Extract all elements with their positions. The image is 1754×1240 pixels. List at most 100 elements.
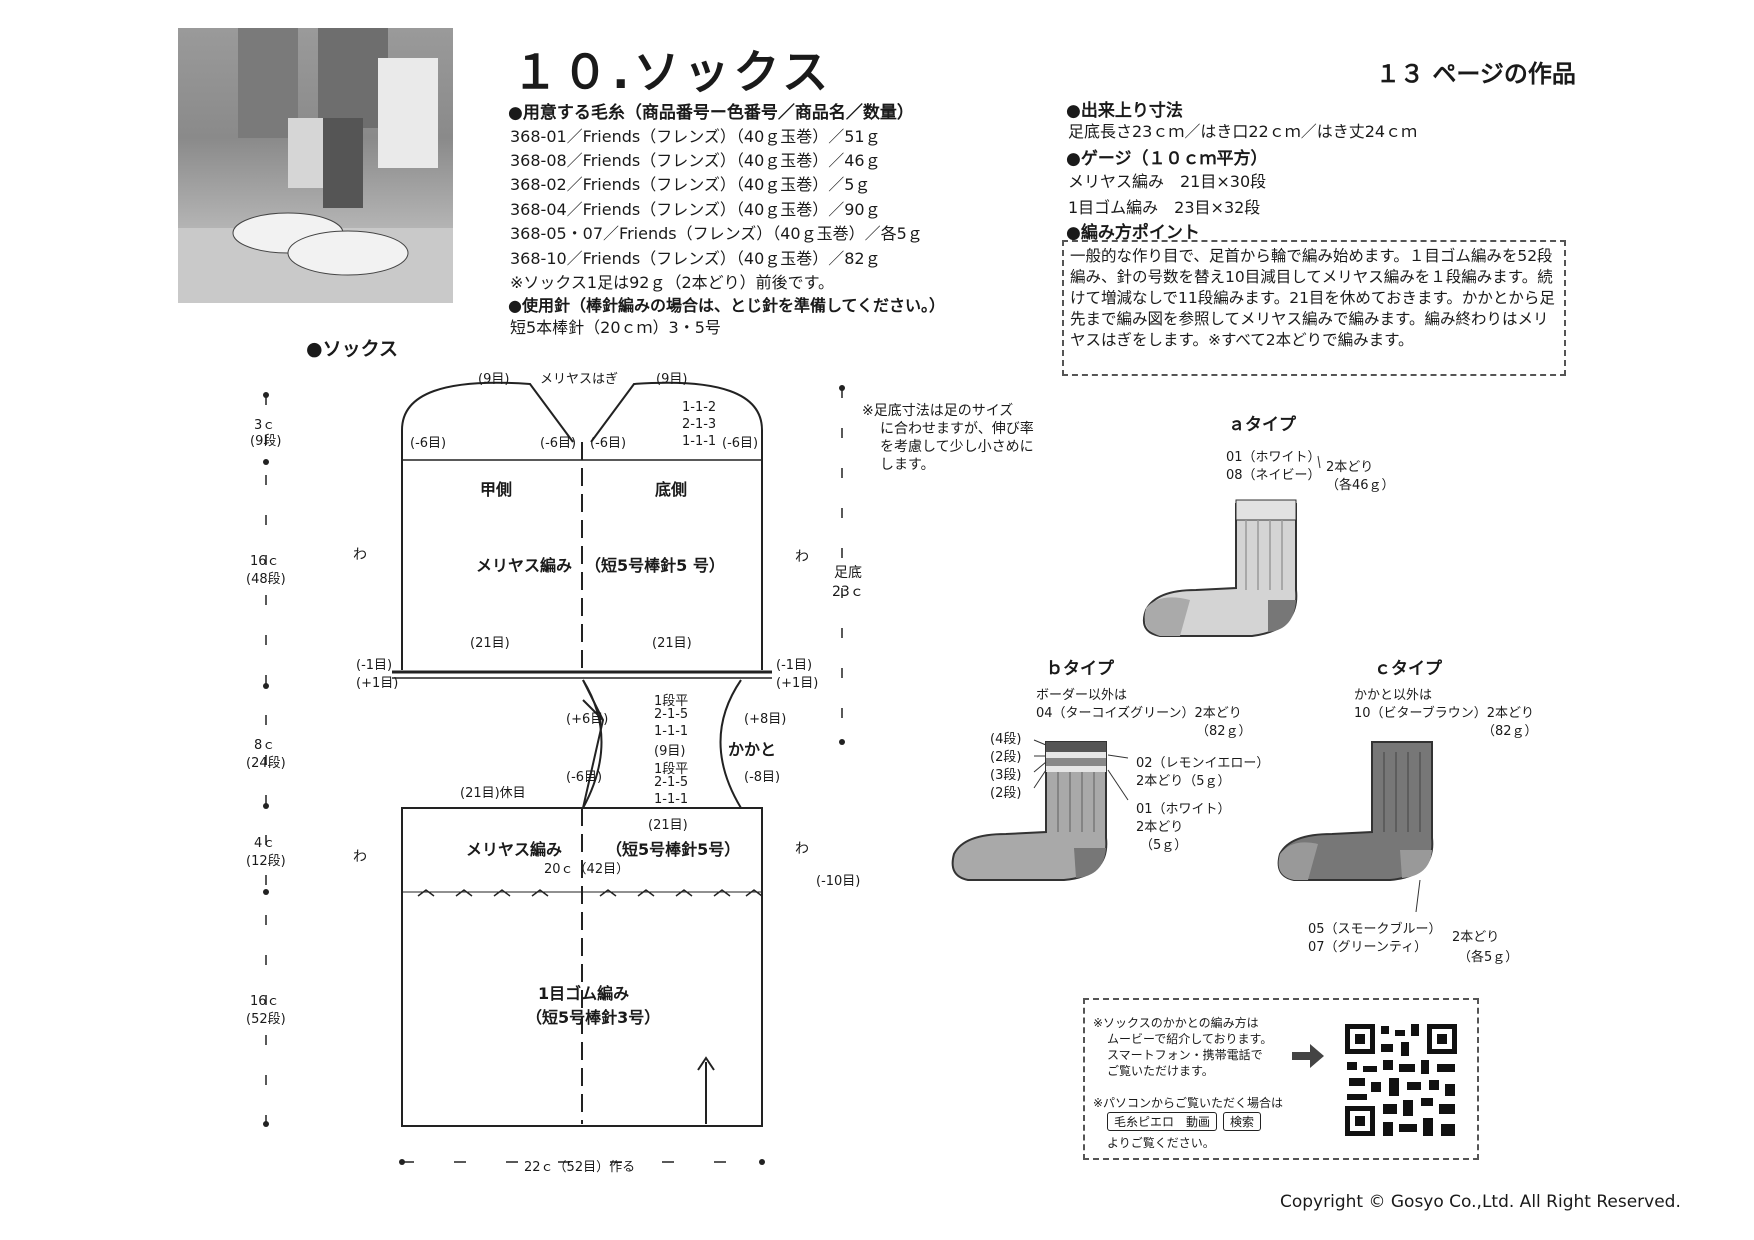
type-a-title: ａタイプ [1228, 415, 1296, 435]
instep-label: 甲側 [480, 480, 513, 499]
cast-on-label: 22ｃ（52目）作る [524, 1160, 636, 1175]
type-a-color: 08（ネイビー） [1226, 468, 1321, 483]
type-b-white: 01（ホワイト） [1136, 802, 1231, 817]
type-b-row: (3段) [990, 768, 1022, 783]
heel-step-3: 1-1-1 [654, 724, 689, 739]
toe-right-stitches: (9目) [656, 372, 688, 387]
type-b-title: ｂタイプ [1046, 659, 1114, 679]
page-title: １０.ソックス [512, 45, 833, 99]
heel-21-stitches: (21目) [648, 818, 688, 833]
sole-note: ※足底寸法は足のサイズ [862, 403, 1014, 419]
rest-stitches: (21目)休目 [460, 786, 526, 801]
sock-c-illustration [1277, 741, 1434, 881]
type-b-qty: （82ｇ） [1196, 724, 1252, 739]
heel-inc-left: (+6目) [566, 712, 609, 727]
needles-value: 短5本棒針（20ｃｍ）3・5号 [510, 318, 721, 337]
video-note: ※ソックスのかかとの編み方は [1093, 1016, 1259, 1030]
video-note: ご覧いただけます。 [1107, 1064, 1214, 1078]
toe-left-stitches: (9目) [478, 372, 510, 387]
heel-step-6: 1-1-1 [654, 792, 689, 807]
search-term-box[interactable]: 毛糸ピエロ 動画 [1107, 1112, 1218, 1131]
sole-note: します。 [880, 457, 935, 473]
stitches-21-right: (21目) [652, 636, 692, 651]
yarn-line: 368-02／Friends（フレンズ）（40ｇ玉巻）／5ｇ [510, 175, 871, 194]
pc-note-end: よりご覧ください。 [1107, 1136, 1215, 1150]
search-button[interactable]: 検索 [1223, 1112, 1262, 1131]
gauge-heading: ●ゲージ（１０ｃｍ平方） [1066, 149, 1268, 169]
stitches-21-left: (21目) [470, 636, 510, 651]
dim-heel-cm: 8ｃ [254, 738, 276, 753]
heel-step-4: 1段平 [654, 762, 689, 777]
socks-photo-illustration [178, 28, 453, 303]
type-c-title: ｃタイプ [1374, 659, 1442, 679]
yarn-line: 368-08／Friends（フレンズ）（40ｇ玉巻）／46ｇ [510, 151, 881, 170]
minus-1-right: (-1目) [776, 658, 813, 673]
video-info-box: ※ソックスのかかとの編み方は ムービーで紹介しております。 スマートフォン・携帯… [1083, 998, 1479, 1160]
heel-step-5: 2-1-5 [654, 775, 689, 790]
type-a-qty: （各46ｇ） [1326, 478, 1395, 493]
product-photo [178, 28, 453, 303]
toe-dec-right: (-6目) [722, 436, 759, 451]
dim-foot-rows: (48段) [246, 572, 286, 587]
in-the-round-right: わ [795, 549, 809, 565]
dim-toe-cm: 3ｃ [254, 418, 276, 433]
points-heading: ●編み方ポイント [1066, 223, 1200, 243]
leg-stockinette-label: メリヤス編み [466, 840, 563, 859]
type-b-white-strands: 2本どり [1136, 820, 1184, 835]
heel-step-2: 2-1-5 [654, 707, 689, 722]
type-b-desc: ボーダー以外は [1036, 688, 1128, 703]
dim-foot-cm: 16ｃ [250, 554, 280, 569]
page-reference: １３ ページの作品 [1376, 60, 1576, 88]
type-b-row: (2段) [990, 786, 1022, 801]
heel-dec-left: (-6目) [566, 770, 603, 785]
toe-dec-1: 1-1-2 [682, 400, 717, 415]
sole-length: 23ｃ [832, 584, 864, 600]
yarn-heading: ●用意する毛糸（商品番号ー色番号／商品名／数量） [508, 103, 914, 123]
video-note: スマートフォン・携帯電話で [1107, 1048, 1263, 1062]
type-a-color: 01（ホワイト） [1226, 450, 1321, 465]
leg-decrease: (-10目) [816, 874, 861, 889]
needles-heading: ●使用針（棒針編みの場合は、とじ針を準備してください。） [508, 296, 946, 315]
type-b-yellow-qty: 2本どり（5ｇ） [1136, 774, 1231, 789]
toe-dec-left: (-6目) [410, 436, 447, 451]
heel-label: かかと [728, 740, 777, 759]
type-c-heel-color: 07（グリーンティ） [1308, 940, 1428, 955]
qr-code-icon[interactable] [1341, 1020, 1461, 1140]
dim-heel-rows: (24段) [246, 756, 286, 771]
gauge-line: 1目ゴム編み 23目×32段 [1068, 198, 1261, 217]
finished-heading: ●出来上り寸法 [1066, 101, 1183, 121]
toe-graft-label: メリヤスはぎ [540, 372, 619, 387]
dim-leg-cm: 4ｃ [254, 836, 276, 851]
type-c-strands: 2本どり [1452, 930, 1500, 945]
video-note: ムービーで紹介しております。 [1107, 1032, 1273, 1046]
sole-note: に合わせますが、伸び率 [880, 421, 1034, 437]
search-row: 毛糸ピエロ 動画検索 [1107, 1112, 1267, 1131]
leg-needle-label: （短5号棒針5号） [606, 840, 741, 859]
type-c-heel-qty: （各5ｇ） [1458, 950, 1519, 965]
finished-value: 足底長さ23ｃｍ／はき口22ｃｍ／はき丈24ｃｍ [1068, 122, 1418, 141]
dim-rib-cm: 16ｃ [250, 994, 280, 1009]
stockinette-label: メリヤス編み [476, 556, 573, 575]
knitting-points-box: 一般的な作り目で、足首から輪で編み始めます。１目ゴム編みを52段編み、針の号数を… [1062, 240, 1566, 376]
diagram-title: ●ソックス [306, 338, 399, 360]
plus-1-left: (+1目) [356, 676, 399, 691]
dim-toe-rows: (9段) [250, 434, 282, 449]
yarn-note: ※ソックス1足は92ｇ（2本どり）前後です。 [510, 273, 835, 292]
type-a-strands: 2本どり [1326, 460, 1374, 475]
leg-in-the-round-right: わ [795, 841, 809, 857]
yarn-line: 368-05・07／Friends（フレンズ）（40ｇ玉巻）／各5ｇ [510, 224, 923, 243]
needle-size-label: （短5号棒針5 号） [585, 556, 725, 575]
type-b-row: (2段) [990, 750, 1022, 765]
dim-leg-rows: (12段) [246, 854, 286, 869]
type-b-yellow: 02（レモンイエロー） [1136, 756, 1270, 771]
dim-rib-rows: (52段) [246, 1012, 286, 1027]
minus-1-left: (-1目) [356, 658, 393, 673]
yarn-line: 368-10／Friends（フレンズ）（40ｇ玉巻）／82ｇ [510, 249, 881, 268]
toe-dec-center-left: (-6目) [540, 436, 577, 451]
type-b-desc: 04（ターコイズグリーン）2本どり [1036, 706, 1242, 721]
rib-needle-label: （短5号棒針3号） [526, 1008, 661, 1027]
toe-dec-center-right: (-6目) [590, 436, 627, 451]
type-c-heel-color: 05（スモークブルー） [1308, 922, 1442, 937]
plus-1-right: (+1目) [776, 676, 819, 691]
in-the-round-left: わ [353, 547, 367, 563]
